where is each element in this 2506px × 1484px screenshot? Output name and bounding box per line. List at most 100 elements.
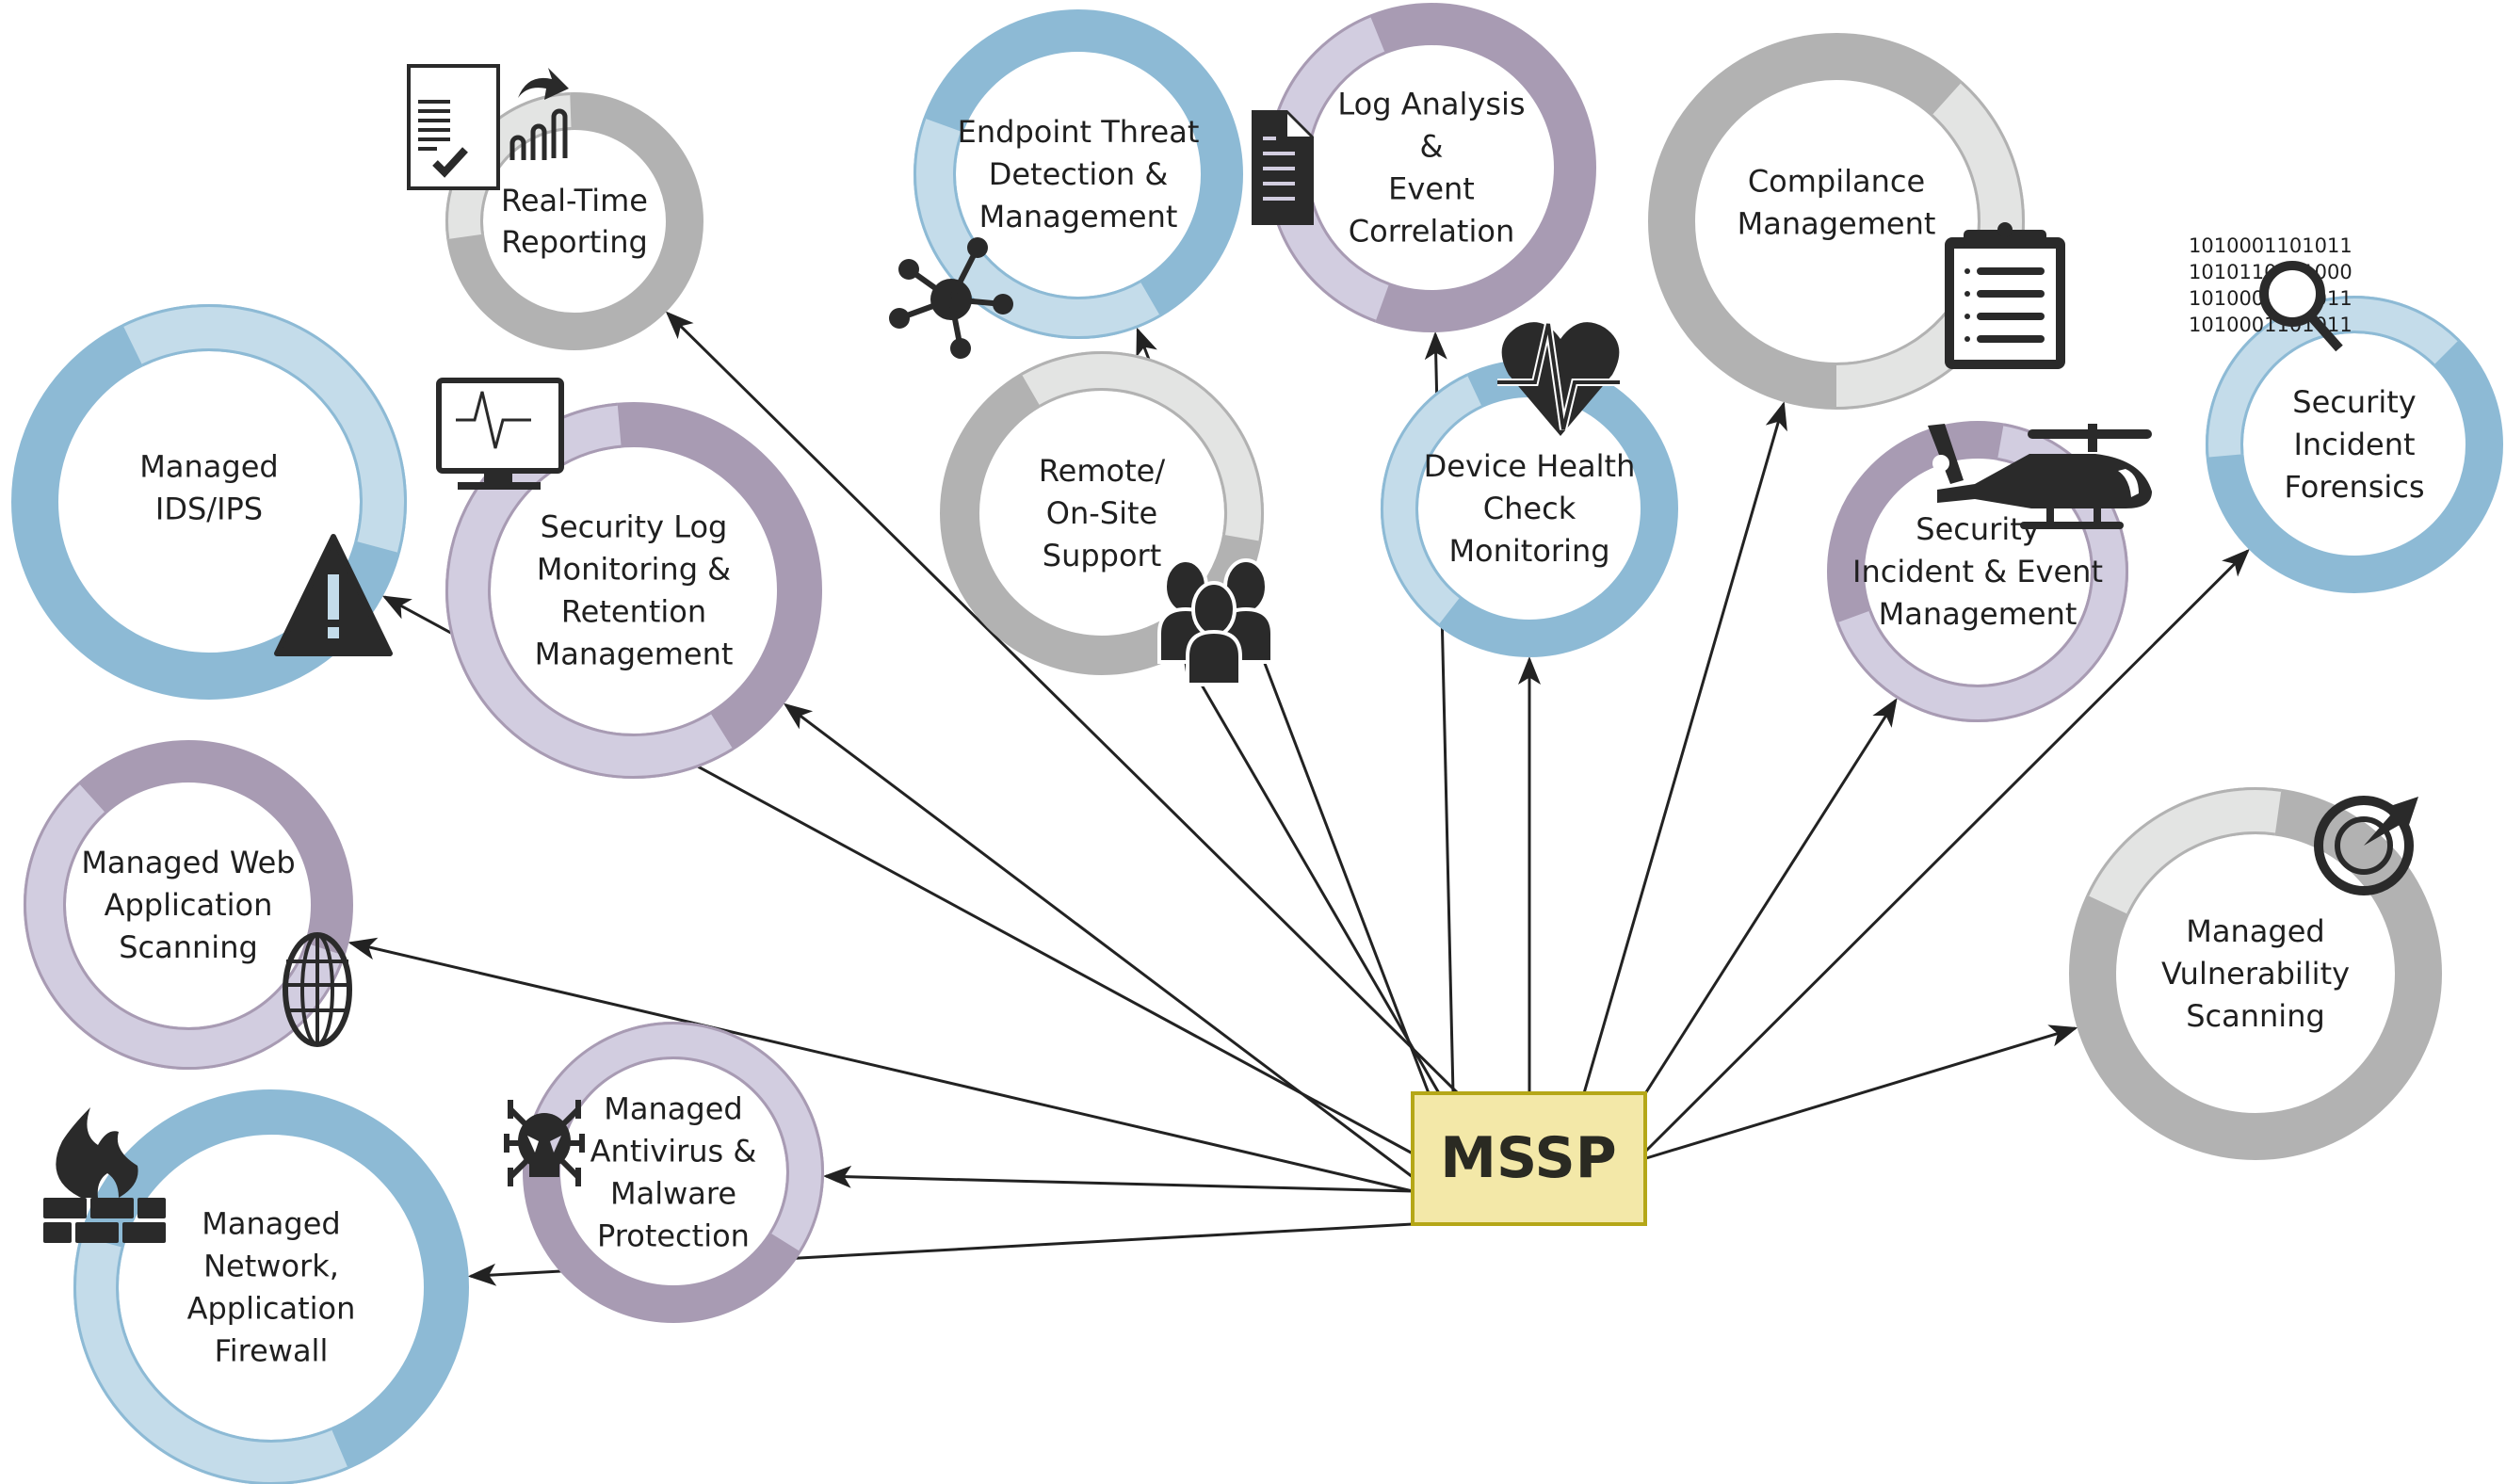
ring-edge-inner	[63, 812, 308, 1030]
ring-edge-outer	[2086, 787, 2282, 896]
virus-skull-icon	[504, 1100, 585, 1186]
service-label-line: Remote/	[1039, 453, 1165, 489]
service-label-line: IDS/IPS	[155, 492, 263, 527]
ring-light-segment	[1021, 351, 1264, 541]
service-label-line: Monitoring	[1448, 533, 1609, 569]
ring-edge-outer	[527, 1022, 824, 1252]
service-label-line: Management	[535, 637, 734, 672]
service-label-line: Security	[1916, 511, 2039, 547]
service-label-line: Log Analysis	[1337, 87, 1525, 122]
arrow-to-security-incident-forensics	[1644, 548, 2250, 1153]
service-label-line: Antivirus &	[590, 1134, 757, 1169]
arrow-to-real-time-reporting	[665, 311, 1460, 1095]
service-label-line: Management	[979, 199, 1178, 234]
mssp-hub-label: MSSP	[1440, 1125, 1616, 1191]
service-label-line: Managed	[604, 1091, 742, 1127]
ring-edge-outer	[1021, 351, 1264, 541]
service-label-line: Management	[1879, 596, 2078, 632]
service-label-line: Application	[187, 1291, 356, 1327]
service-label-line: Detection &	[989, 156, 1169, 192]
ring-edge-inner	[488, 444, 712, 736]
ring-edge-inner	[116, 1247, 332, 1443]
helicopter-icon	[1928, 424, 2152, 529]
service-label-line: Security Log	[541, 509, 728, 545]
service-label-line: Managed	[139, 449, 278, 485]
ring-light-segment	[527, 1022, 824, 1252]
ring-light-segment	[73, 1235, 349, 1484]
ring-light-segment	[24, 782, 346, 1070]
arrow-to-managed-antivirus	[822, 1165, 1414, 1193]
ring-light-segment	[2086, 787, 2282, 915]
ring-edge-outer	[121, 304, 407, 554]
binary-line: 1010001101011	[2189, 234, 2352, 257]
service-label-line: &	[1420, 129, 1444, 165]
service-label-line: Event	[1388, 171, 1475, 207]
icons-layer: 1010001101011101011010100010100011010111…	[43, 64, 2418, 1243]
service-label-line: Forensics	[2284, 469, 2424, 505]
service-label-line: Scanning	[2186, 998, 2325, 1034]
service-label-line: Malware	[610, 1176, 736, 1212]
ring-edge-outer	[24, 782, 346, 1070]
network-nodes-icon	[889, 237, 1013, 359]
service-label-line: Managed	[202, 1206, 340, 1242]
ring-edge-inner	[561, 1057, 789, 1234]
service-label-line: Scanning	[119, 929, 258, 965]
ring-edge-inner	[141, 348, 363, 542]
ring-light-segment	[121, 304, 407, 554]
service-label-line: Check	[1483, 491, 1576, 526]
service-label-line: Vulnerability	[2161, 956, 2350, 992]
report-chart-icon	[407, 64, 569, 190]
service-label-line: Real-Time	[501, 183, 648, 218]
service-label-line: Firewall	[215, 1333, 329, 1369]
service-label-line: Reporting	[501, 224, 648, 260]
service-label-line: Incident	[2293, 427, 2415, 462]
service-label-line: Monitoring &	[537, 552, 731, 588]
ring-edge-inner	[953, 131, 1141, 299]
globe-icon	[283, 932, 352, 1047]
ring-edge-outer	[1381, 373, 1468, 626]
document-icon	[1252, 110, 1314, 225]
binary-magnifier-icon: 1010001101011101011010100010100011010111…	[2189, 234, 2352, 352]
ring-edge-inner	[1415, 405, 1483, 599]
warning-triangle-icon	[274, 534, 393, 656]
arrow-to-managed-web-app-scanning	[348, 937, 1414, 1193]
arrow-to-security-incident-event-mgmt	[1642, 698, 1898, 1096]
ring-edge-inner	[2240, 331, 2435, 455]
ring-light-segment	[913, 118, 1161, 339]
target-icon	[2314, 796, 2418, 895]
service-label-line: Incident & Event	[1852, 554, 2103, 589]
arrow-to-compliance-management	[1582, 401, 1787, 1094]
ring-edge-inner	[1039, 388, 1227, 536]
users-group-icon	[1157, 558, 1274, 686]
arrow-to-remote-onsite-support	[1182, 652, 1441, 1094]
service-label-line: Management	[1738, 206, 1936, 242]
service-label-line: Network,	[203, 1249, 339, 1284]
service-label-line: Device Health	[1424, 448, 1636, 484]
ring-light-segment	[2206, 296, 2460, 458]
ring-edge-outer	[73, 1235, 349, 1484]
service-label-line: Protection	[597, 1218, 750, 1254]
service-label-line: Managed Web	[81, 845, 295, 880]
service-label-line: Application	[105, 887, 273, 923]
heart-pulse-icon	[1497, 322, 1620, 436]
service-label-line: Security	[2292, 384, 2416, 420]
ring-edge-inner	[2126, 831, 2276, 915]
clipboard-icon	[1945, 222, 2065, 369]
service-label-line: On-Site	[1046, 495, 1157, 531]
ring-light-segment	[1381, 373, 1483, 626]
service-label-line: Correlation	[1349, 214, 1514, 250]
service-label-line: Support	[1043, 538, 1162, 573]
arrow-to-managed-vulnerability-scanning	[1645, 1024, 2078, 1160]
mssp-hub-box[interactable]	[1411, 1091, 1647, 1226]
